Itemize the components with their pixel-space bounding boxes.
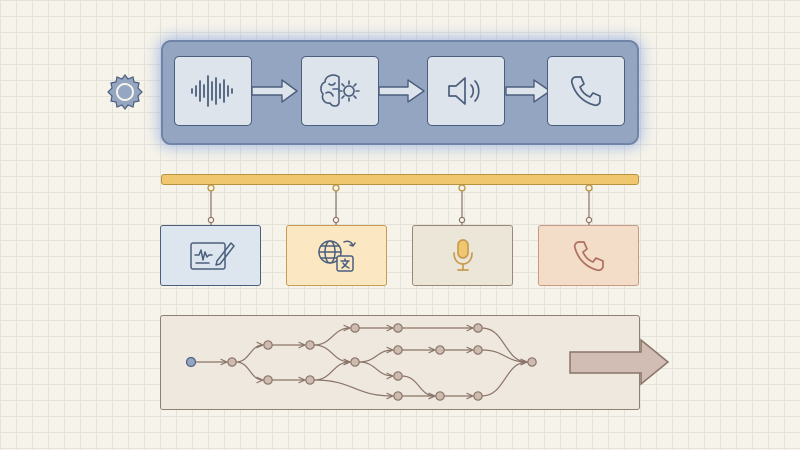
bus-tap-2 xyxy=(332,184,340,192)
graph-node xyxy=(227,357,237,367)
graph-node xyxy=(393,371,403,381)
graph-node xyxy=(350,357,360,367)
brain-gear-icon xyxy=(320,74,360,107)
module-call xyxy=(538,225,639,286)
pipeline-arrow-2 xyxy=(378,79,425,103)
module-voice xyxy=(412,225,513,286)
graph-edge xyxy=(358,350,393,363)
pipeline-stage-processing xyxy=(301,56,379,126)
bus-tap-4 xyxy=(585,184,593,192)
graph-node xyxy=(473,391,483,401)
graph-node xyxy=(473,323,483,333)
pipeline-stage-speech-output xyxy=(427,56,505,126)
transcribe-icon xyxy=(189,241,235,270)
module-tap-3 xyxy=(458,216,466,224)
graph-edge xyxy=(313,328,350,346)
gear-icon xyxy=(106,73,144,111)
graph-nodes xyxy=(185,323,537,401)
graph-edge xyxy=(313,379,393,396)
pipeline-stage-speech-input xyxy=(174,56,252,126)
graph-edge xyxy=(313,344,350,362)
speaker-icon xyxy=(448,77,480,105)
graph-start-node xyxy=(185,356,197,368)
graph-edge xyxy=(481,362,527,397)
graph-node xyxy=(305,340,315,350)
phone-icon xyxy=(570,76,601,107)
module-tap-2 xyxy=(332,216,340,224)
pipeline-arrow-3 xyxy=(505,79,551,103)
graph-node xyxy=(435,345,445,355)
pipeline-stage-call xyxy=(547,56,625,126)
graph-edge xyxy=(401,375,435,396)
module-tap-4 xyxy=(585,216,593,224)
graph-edge xyxy=(313,362,350,381)
graph-node xyxy=(305,375,315,385)
sound-wave-icon xyxy=(191,75,233,107)
graph-edge xyxy=(235,361,263,380)
pipeline-arrow-1 xyxy=(251,79,298,103)
graph-edge xyxy=(235,345,263,363)
translate-icon xyxy=(317,239,356,272)
shared-bus xyxy=(161,174,639,185)
graph-edge xyxy=(481,327,527,362)
graph-node xyxy=(473,345,483,355)
graph-node xyxy=(350,323,360,333)
module-tap-1 xyxy=(207,216,215,224)
bus-tap-3 xyxy=(458,184,466,192)
bus-tap-1 xyxy=(207,184,215,192)
module-translate xyxy=(286,225,387,286)
graph-node xyxy=(527,357,537,367)
output-arrow xyxy=(569,338,670,386)
graph-node xyxy=(393,391,403,401)
graph-node xyxy=(263,340,273,350)
graph-node xyxy=(435,391,445,401)
module-transcribe xyxy=(160,225,261,286)
graph-node xyxy=(393,345,403,355)
graph-node xyxy=(393,323,403,333)
graph-edge xyxy=(358,361,393,376)
graph-node xyxy=(263,375,273,385)
phone-icon xyxy=(573,240,604,271)
graph-edges xyxy=(195,328,527,396)
microphone-icon xyxy=(452,238,473,271)
